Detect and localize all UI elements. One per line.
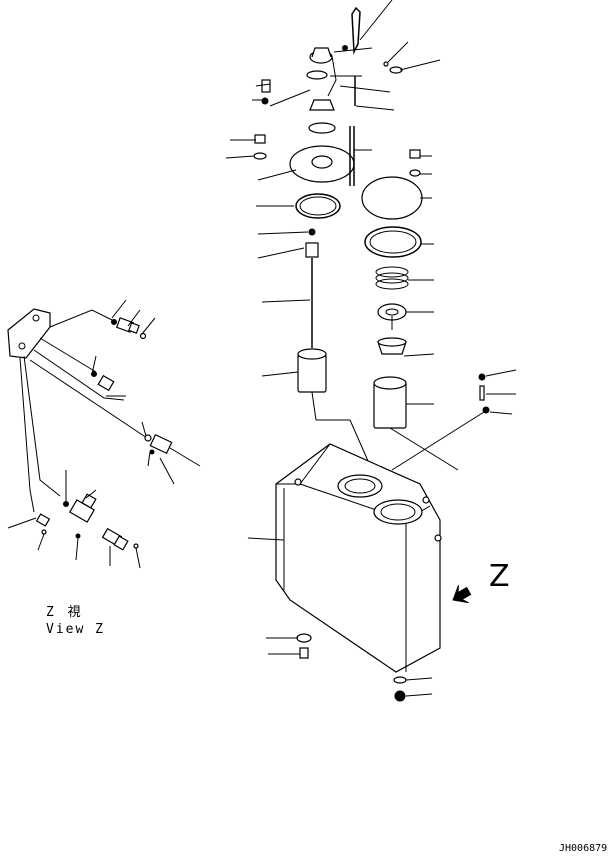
o-ring [75, 533, 81, 539]
leader-line [29, 359, 151, 441]
pipe-vertical [19, 357, 35, 513]
screw [342, 45, 348, 51]
o-ring-large [295, 193, 341, 219]
pin [479, 385, 485, 401]
view-z-assembly [7, 299, 201, 569]
tee-fitting [144, 433, 173, 455]
callout-lines-filter [256, 205, 459, 471]
side-parts-right [391, 369, 517, 471]
drain-valve [394, 690, 406, 702]
cap-body [309, 99, 335, 111]
gasket [308, 122, 336, 134]
pipe-vertical [23, 355, 61, 497]
dipstick-handle [351, 6, 361, 55]
o-ring-large [364, 226, 422, 258]
washer [393, 676, 407, 684]
cover-boss [311, 155, 333, 169]
o-ring [261, 97, 269, 105]
bracket-plate [7, 308, 51, 359]
callout-lines-view-z [7, 299, 201, 569]
bracket-hole [32, 314, 40, 322]
view-z-label-jp: Z 視 [46, 605, 84, 620]
hydraulic-tank [247, 443, 442, 673]
elbow-fitting [63, 493, 97, 523]
breather-cap-top [311, 47, 332, 58]
washer [306, 70, 328, 80]
cap-pipe [327, 55, 337, 97]
drain-plug [299, 647, 309, 659]
screw-hole [422, 496, 430, 504]
bracket-hole [18, 342, 26, 350]
elbow-fitting [91, 371, 115, 392]
screw-hole [434, 534, 442, 542]
cap-assembly [225, 0, 441, 186]
elbow-fitting [35, 513, 51, 535]
filter-assembly [256, 193, 459, 471]
callout-lines-cap [225, 0, 441, 181]
view-z-arrow-label: Z [489, 559, 510, 594]
bolt [409, 149, 421, 159]
leader-line [33, 349, 125, 401]
drain-parts [266, 633, 433, 702]
view-direction-arrow [452, 585, 472, 604]
flange-cover [361, 176, 423, 220]
screw [478, 373, 486, 381]
cover-assembly-right [361, 149, 432, 220]
screw [383, 61, 389, 67]
nut [308, 228, 316, 236]
screw-hole [294, 478, 302, 486]
washer [296, 633, 312, 643]
spring [375, 266, 409, 290]
filter-element-small [297, 353, 327, 393]
leader-line [49, 309, 117, 328]
drawing-number: JH006879 [559, 843, 608, 854]
tank-port [337, 474, 383, 498]
leader-line [39, 337, 97, 373]
washer [253, 152, 267, 160]
o-ring [133, 543, 139, 549]
view-z-label-en: View Z [46, 622, 105, 637]
bolt [254, 134, 266, 144]
elbow-fitting [101, 527, 129, 551]
washer [409, 169, 421, 177]
valve-cap [305, 242, 319, 258]
screw [482, 406, 490, 414]
elbow-fitting [111, 317, 147, 340]
plug-bolt [261, 79, 271, 93]
